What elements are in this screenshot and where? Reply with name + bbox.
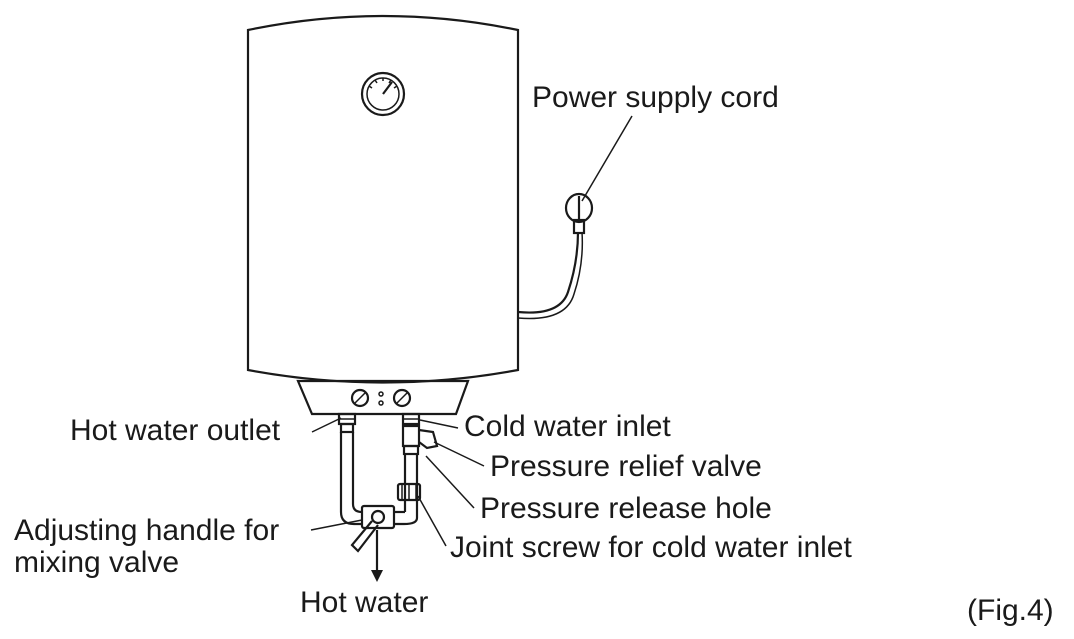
label-joint-screw: Joint screw for cold water inlet xyxy=(450,531,852,564)
label-cold-water-inlet: Cold water inlet xyxy=(464,410,671,443)
leader-power-cord xyxy=(581,115,633,202)
leader-release-hole xyxy=(425,455,475,509)
label-hot-water: Hot water xyxy=(300,586,428,619)
water-pipes xyxy=(337,412,439,553)
leader-relief-valve xyxy=(433,441,485,467)
label-power-supply-cord: Power supply cord xyxy=(532,81,779,114)
power-supply-cord xyxy=(517,192,594,320)
heater-tank xyxy=(246,14,520,384)
leader-joint-screw xyxy=(417,495,447,547)
leader-cold-inlet xyxy=(419,419,459,429)
hot-water-arrow-icon xyxy=(371,530,383,582)
thermometer-gauge-icon xyxy=(360,71,406,117)
leader-lines xyxy=(310,115,633,547)
label-adjusting-handle-line1: Adjusting handle for xyxy=(14,514,279,547)
control-cover xyxy=(296,379,470,416)
figure-caption: (Fig.4) xyxy=(967,594,1054,627)
label-hot-water-outlet: Hot water outlet xyxy=(70,414,281,447)
label-pressure-release-hole: Pressure release hole xyxy=(480,492,772,525)
tank-body xyxy=(246,14,520,384)
label-adjusting-handle-line2: mixing valve xyxy=(14,546,179,579)
leader-hot-outlet xyxy=(311,417,342,433)
label-pressure-relief-valve: Pressure relief valve xyxy=(490,450,762,483)
leader-adjusting-handle xyxy=(310,519,363,531)
